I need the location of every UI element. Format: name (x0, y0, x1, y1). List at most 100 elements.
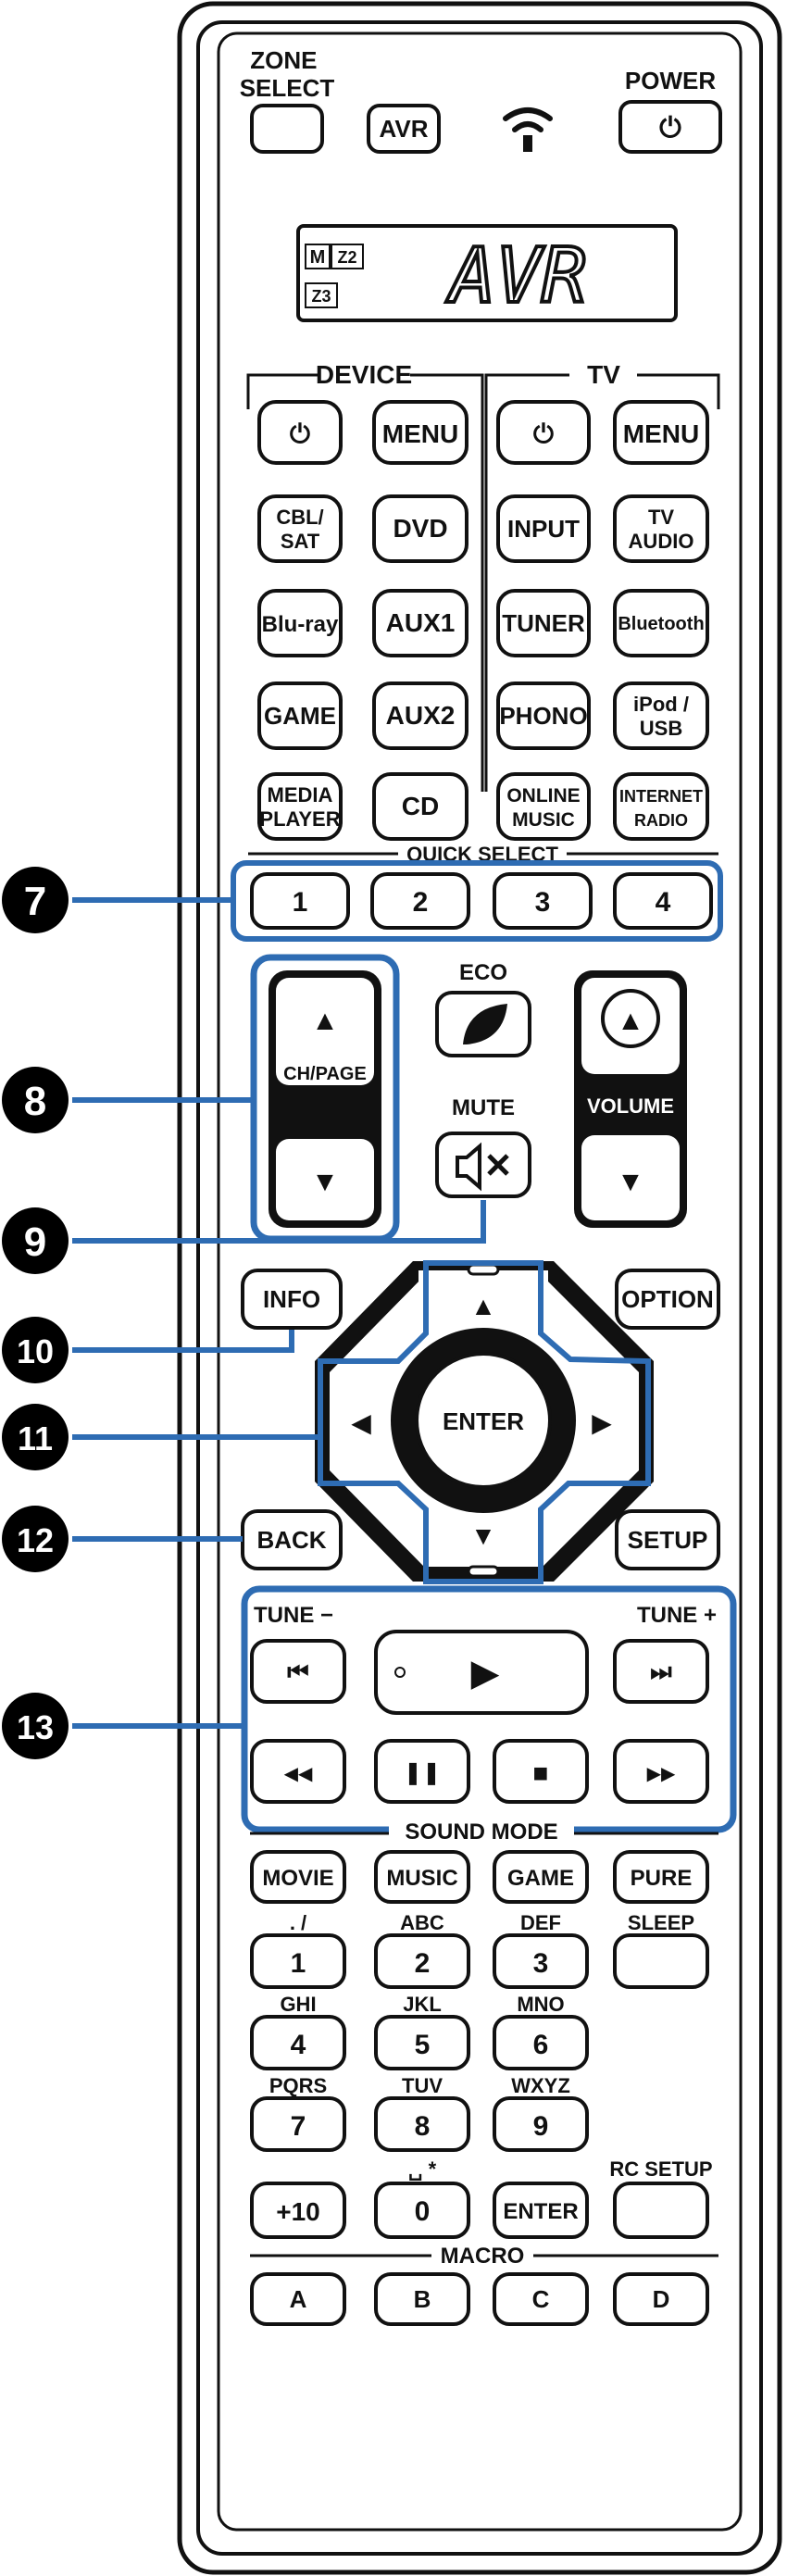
stop-button[interactable]: ■ (493, 1739, 589, 1804)
svg-text:8: 8 (24, 1079, 46, 1124)
svg-text:4: 4 (656, 887, 671, 918)
key-8-button[interactable]: 8 (374, 2096, 470, 2152)
tv-input-button[interactable]: INPUT (496, 494, 591, 563)
svg-text:CD: CD (402, 792, 439, 820)
sound-mode-label: SOUND MODE (405, 1819, 557, 1844)
svg-text:GAME: GAME (264, 702, 336, 730)
quick-select-1-button[interactable]: 1 (250, 872, 350, 930)
tv-power-button[interactable]: ⏻ (496, 400, 591, 465)
macro-b-button[interactable]: B (374, 2272, 470, 2326)
key-7-button[interactable]: 7 (250, 2096, 346, 2152)
cbl-sat-button[interactable]: CBL/SAT (257, 494, 343, 563)
device-power-button[interactable]: ⏻ (257, 400, 343, 465)
cd-button[interactable]: CD (372, 772, 468, 841)
svg-text:SETUP: SETUP (628, 1526, 708, 1554)
svg-text:1: 1 (293, 887, 308, 918)
macro-d-button[interactable]: D (613, 2272, 709, 2326)
svg-text:B: B (414, 2285, 431, 2313)
enter-button[interactable]: ENTER (443, 1407, 524, 1435)
key-0-button[interactable]: 0 (374, 2182, 470, 2239)
mute-button[interactable] (435, 1132, 531, 1198)
key-6-button[interactable]: 6 (493, 2015, 589, 2070)
bluray-button[interactable]: Blu-ray (257, 589, 343, 657)
rewind-button[interactable]: ◀◀ (250, 1739, 346, 1804)
svg-text:PHONO: PHONO (499, 702, 587, 730)
nav-left-arrow[interactable]: ◀ (351, 1408, 371, 1437)
avr-button[interactable]: AVR (367, 104, 441, 154)
key-3-button[interactable]: 3 (493, 1933, 589, 1989)
key-1-button[interactable]: 1 (250, 1933, 346, 1989)
macro-a-button[interactable]: A (250, 2272, 346, 2326)
quick-select-2-button[interactable]: 2 (370, 872, 470, 930)
bluetooth-button[interactable]: Bluetooth (613, 589, 709, 657)
sleep-label: SLEEP (628, 1911, 694, 1934)
svg-text:3: 3 (533, 1948, 549, 1979)
svg-text:M: M (310, 247, 326, 268)
tune-minus-label: TUNE − (254, 1603, 333, 1628)
ch-page-rocker[interactable] (269, 970, 381, 1228)
quick-select-3-button[interactable]: 3 (493, 872, 593, 930)
sleep-button[interactable] (613, 1933, 709, 1989)
dvd-button[interactable]: DVD (372, 494, 468, 563)
rewind-icon: ◀◀ (284, 1764, 313, 1784)
keypad-enter-button[interactable]: ENTER (493, 2182, 589, 2239)
tv-menu-button[interactable]: MENU (613, 400, 709, 465)
key-9-letters: WXYZ (511, 2074, 570, 2097)
skip-back-icon: ⏮ (287, 1657, 308, 1685)
pure-button[interactable]: PURE (613, 1850, 709, 1904)
setup-button[interactable]: SETUP (615, 1509, 720, 1570)
svg-text:⏻: ⏻ (533, 419, 554, 448)
device-game-button[interactable]: GAME (257, 682, 343, 750)
pause-button[interactable]: ❚❚ (374, 1739, 470, 1804)
power-button[interactable]: ⏻ (618, 100, 722, 154)
key-4-button[interactable]: 4 (250, 2015, 346, 2070)
info-button[interactable]: INFO (241, 1269, 343, 1330)
tuner-button[interactable]: TUNER (496, 589, 591, 657)
callout-10: 10 (2, 1317, 69, 1383)
aux1-button[interactable]: AUX1 (372, 589, 468, 657)
key-2-button[interactable]: 2 (374, 1933, 470, 1989)
movie-button[interactable]: MOVIE (250, 1850, 346, 1904)
device-tv-frame (246, 373, 720, 792)
next-button[interactable]: ⏭ (613, 1639, 709, 1704)
eco-button[interactable] (435, 991, 531, 1057)
quick-select-4-button[interactable]: 4 (613, 872, 713, 930)
plus10-button[interactable]: +10 (250, 2182, 346, 2239)
display-text: AVR (445, 232, 587, 320)
svg-text:ENTER: ENTER (503, 2199, 578, 2224)
eco-label: ECO (459, 960, 507, 985)
power-icon: ⏻ (659, 113, 681, 144)
fast-forward-icon: ▶▶ (647, 1764, 676, 1784)
prev-button[interactable]: ⏮ (250, 1639, 346, 1704)
device-menu-button[interactable]: MENU (372, 400, 468, 465)
phono-button[interactable]: PHONO (496, 682, 591, 750)
svg-text:2: 2 (413, 887, 429, 918)
nav-right-arrow[interactable]: ▶ (592, 1408, 612, 1437)
option-button[interactable]: OPTION (615, 1269, 720, 1330)
nav-up-arrow[interactable]: ▲ (470, 1292, 496, 1320)
volume-rocker[interactable] (574, 970, 687, 1228)
back-button[interactable]: BACK (241, 1509, 343, 1570)
macro-c-button[interactable]: C (493, 2272, 589, 2326)
rc-setup-button[interactable] (613, 2182, 709, 2239)
display-window (296, 224, 678, 322)
ipod-usb-button[interactable]: iPod /USB (613, 682, 709, 750)
svg-text:CBL/SAT: CBL/SAT (276, 506, 323, 553)
svg-text:MENU: MENU (382, 419, 458, 448)
sound-game-button[interactable]: GAME (493, 1850, 589, 1904)
music-button[interactable]: MUSIC (374, 1850, 470, 1904)
aux2-button[interactable]: AUX2 (372, 682, 468, 750)
zone-select-button[interactable] (250, 104, 324, 154)
key-5-button[interactable]: 5 (374, 2015, 470, 2070)
key-9-button[interactable]: 9 (493, 2096, 589, 2152)
nav-down-arrow[interactable]: ▼ (470, 1521, 496, 1550)
key-0-symbols: ␣ * (408, 2157, 437, 2181)
play-button[interactable]: ▶ (374, 1630, 589, 1715)
fast-forward-button[interactable]: ▶▶ (613, 1739, 709, 1804)
